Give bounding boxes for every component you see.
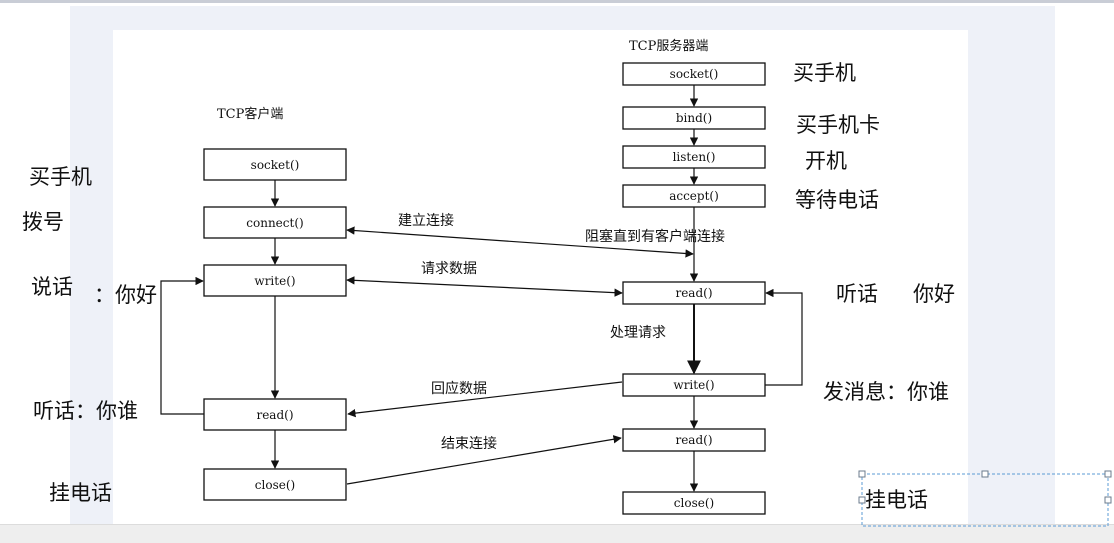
server-socket-box: socket(): [622, 62, 766, 86]
server-bind-label: bind(): [676, 111, 712, 125]
arrow-end-connection: [346, 435, 622, 485]
server-write-box: write(): [622, 373, 766, 397]
server-read2-box: read(): [622, 428, 766, 452]
server-write-label: write(): [673, 378, 714, 392]
resize-handle-tr[interactable]: [1104, 470, 1112, 478]
server-read-box: read(): [622, 281, 766, 305]
label-block: 阻塞直到有客户端连接: [585, 228, 725, 245]
label-reply: 回应数据: [431, 380, 487, 397]
label-establish: 建立连接: [398, 212, 454, 229]
note-left-listen-who: 听话：你谁: [33, 399, 138, 423]
server-accept-label: accept(): [669, 189, 719, 203]
client-close-box: close(): [203, 468, 347, 501]
window-top-border: [0, 0, 1114, 3]
note-right-hello: 你好: [913, 282, 955, 306]
note-right-power-on: 开机: [805, 149, 847, 173]
server-title: TCP服务器端: [629, 38, 708, 54]
client-socket-box: socket(): [203, 148, 347, 181]
label-process: 处理请求: [610, 325, 666, 341]
arrow-request-data: [346, 276, 623, 297]
server-listen-label: listen(): [673, 150, 716, 164]
arrow-establish-connection: [346, 226, 694, 258]
client-close-label: close(): [255, 478, 295, 492]
server-accept-box: accept(): [622, 184, 766, 208]
client-title: TCP客户端: [217, 106, 283, 122]
resize-handle-tm[interactable]: [981, 470, 989, 478]
note-right-buy-card: 买手机卡: [796, 113, 880, 137]
note-right-buy-phone: 买手机: [793, 61, 856, 85]
resize-handle-mr[interactable]: [1104, 496, 1112, 504]
note-right-hangup[interactable]: 挂电话: [865, 488, 928, 512]
note-right-wait-call: 等待电话: [795, 188, 879, 212]
server-read-label: read(): [675, 286, 712, 300]
client-write-label: write(): [254, 274, 295, 288]
server-listen-box: listen(): [622, 145, 766, 169]
client-connect-label: connect(): [246, 216, 303, 230]
note-right-listen: 听话: [836, 282, 878, 306]
note-left-hangup: 挂电话: [49, 481, 112, 505]
resize-handle-tl[interactable]: [858, 470, 866, 478]
client-connect-box: connect(): [203, 206, 347, 239]
client-read-box: read(): [203, 398, 347, 431]
label-end: 结束连接: [441, 435, 497, 452]
server-close-label: close(): [674, 496, 714, 510]
selected-textbox[interactable]: 挂电话: [858, 470, 1112, 527]
client-write-box: write(): [203, 264, 347, 297]
arrow-reply-data: [347, 381, 623, 418]
server-socket-label: socket(): [670, 67, 719, 81]
arrow-server-loop: [765, 288, 803, 386]
label-request: 请求数据: [421, 261, 477, 277]
resize-handle-ml[interactable]: [858, 496, 866, 504]
server-bind-box: bind(): [622, 106, 766, 130]
client-socket-label: socket(): [251, 158, 300, 172]
note-left-talk: 说话: [31, 275, 73, 299]
note-left-hello: ：你好: [94, 283, 157, 307]
note-left-dial: 拨号: [22, 210, 64, 234]
server-read2-label: read(): [675, 433, 712, 447]
bottom-status-bar: [0, 524, 1114, 543]
server-close-box: close(): [622, 491, 766, 515]
client-read-label: read(): [256, 408, 293, 422]
note-right-send-msg: 发消息：你谁: [823, 380, 949, 404]
note-left-buy-phone: 买手机: [29, 165, 92, 189]
arrow-client-loop: [160, 276, 204, 415]
